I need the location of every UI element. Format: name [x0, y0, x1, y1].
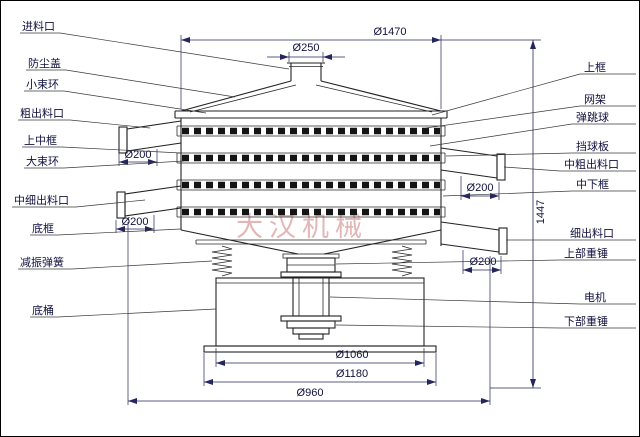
- svg-text:下部重锤: 下部重锤: [564, 314, 608, 328]
- outlet-right-lower: [440, 221, 508, 255]
- outlet-left-lower: [116, 185, 182, 219]
- svg-text:网架: 网架: [584, 93, 606, 106]
- label-upper-frame: 上框: [431, 61, 636, 116]
- svg-text:中粗出料口: 中粗出料口: [564, 157, 619, 171]
- base-barrel: [203, 277, 437, 353]
- dim-text-left-lower-outlet: Ø200: [122, 216, 149, 228]
- label-mid-fine-outlet: 中细出料口: [12, 193, 146, 208]
- vibrator-motor: [280, 253, 342, 340]
- spring-mount-ring: [195, 239, 427, 245]
- svg-text:防尘盖: 防尘盖: [28, 56, 61, 70]
- dim-text-base-diameter: Ø1180: [336, 368, 368, 380]
- dim-right-upper-outlet: Ø200: [460, 176, 500, 200]
- svg-text:上中框: 上中框: [24, 134, 57, 147]
- dim-total-height: 1447: [490, 40, 547, 389]
- dim-text-right-upper-outlet: Ø200: [467, 182, 494, 194]
- label-mesh-frame: 网架: [425, 93, 636, 129]
- label-mid-coarse-outlet: 中粗出料口: [503, 157, 636, 172]
- damping-spring-left: [211, 245, 233, 277]
- top-frame-rim: [174, 110, 448, 119]
- svg-text:中细出料口: 中细出料口: [14, 193, 69, 207]
- dim-inlet-diameter: Ø250: [267, 42, 345, 62]
- bottom-cone: [180, 229, 442, 255]
- labels-right: 上框 网架 弹跳球 挡球板 中粗出料口 中下框: [329, 61, 636, 329]
- feed-inlet: [287, 62, 325, 81]
- clamp-band-2: [176, 152, 446, 164]
- label-base-barrel: 底桶: [30, 303, 217, 318]
- svg-text:上部重锤: 上部重锤: [564, 246, 608, 260]
- label-bouncing-ball: 弹跳球: [429, 110, 636, 147]
- label-ball-stop-plate: 挡球板: [445, 139, 636, 157]
- svg-text:小束环: 小束环: [26, 78, 59, 91]
- dim-text-right-lower-outlet: Ø200: [470, 256, 497, 268]
- dim-barrel-diameter: Ø1060: [215, 348, 425, 367]
- dim-text-barrel-diameter: Ø1060: [335, 349, 368, 361]
- svg-text:上框: 上框: [584, 61, 606, 74]
- svg-text:弹跳球: 弹跳球: [576, 110, 609, 124]
- dim-text-left-upper-outlet: Ø200: [125, 149, 152, 161]
- svg-text:进料口: 进料口: [22, 19, 55, 33]
- svg-text:电机: 电机: [584, 290, 606, 304]
- dimensions: Ø1470 Ø250 Ø200 Ø200 Ø200: [115, 26, 547, 405]
- dim-base-diameter: Ø1180: [203, 353, 437, 386]
- svg-text:大束环: 大束环: [26, 154, 59, 168]
- svg-text:底框: 底框: [32, 221, 54, 235]
- label-coarse-outlet: 粗出料口: [18, 106, 151, 129]
- dim-text-bottom-span: Ø960: [297, 387, 324, 399]
- watermark-text: 大汉机械: [236, 212, 368, 242]
- svg-text:中下框: 中下框: [576, 178, 609, 191]
- body-walls: [180, 118, 442, 246]
- label-dust-cover: 防尘盖: [26, 56, 236, 98]
- damping-spring-right: [391, 245, 413, 277]
- label-feed-inlet: 进料口: [20, 19, 290, 70]
- label-small-clamp-ring: 小束环: [24, 78, 207, 114]
- label-middle-lower-frame: 中下框: [442, 178, 636, 197]
- dim-bottom-span: Ø960: [127, 222, 491, 405]
- dim-text-top-diameter: Ø1470: [373, 26, 406, 38]
- svg-text:减振弹簧: 减振弹簧: [20, 255, 64, 269]
- label-lower-weight: 下部重锤: [335, 314, 636, 329]
- label-upper-middle-frame: 上中框: [22, 134, 182, 154]
- dim-text-inlet-diameter: Ø250: [293, 42, 320, 54]
- label-motor: 电机: [329, 290, 636, 305]
- svg-text:挡球板: 挡球板: [576, 139, 609, 153]
- labels-left: 进料口 防尘盖 小束环 粗出料口 上中框 大束环: [12, 19, 290, 318]
- svg-text:底桶: 底桶: [32, 303, 54, 317]
- label-upper-weight: 上部重锤: [335, 246, 636, 265]
- clamp-band-1: [176, 125, 446, 137]
- dim-text-total-height: 1447: [535, 200, 547, 224]
- dim-top-diameter: Ø1470: [180, 26, 541, 109]
- label-large-clamp-ring: 大束环: [24, 154, 185, 169]
- dust-cover: [180, 80, 442, 113]
- label-damping-spring: 减振弹簧: [18, 255, 213, 270]
- clamp-band-3: [176, 179, 446, 191]
- label-fine-outlet: 细出料口: [506, 226, 636, 241]
- outlet-left-upper: [118, 120, 182, 154]
- machine-drawing: [116, 62, 508, 353]
- svg-text:细出料口: 细出料口: [570, 226, 614, 240]
- label-bottom-frame: 底框: [30, 221, 182, 236]
- svg-text:粗出料口: 粗出料口: [20, 106, 64, 120]
